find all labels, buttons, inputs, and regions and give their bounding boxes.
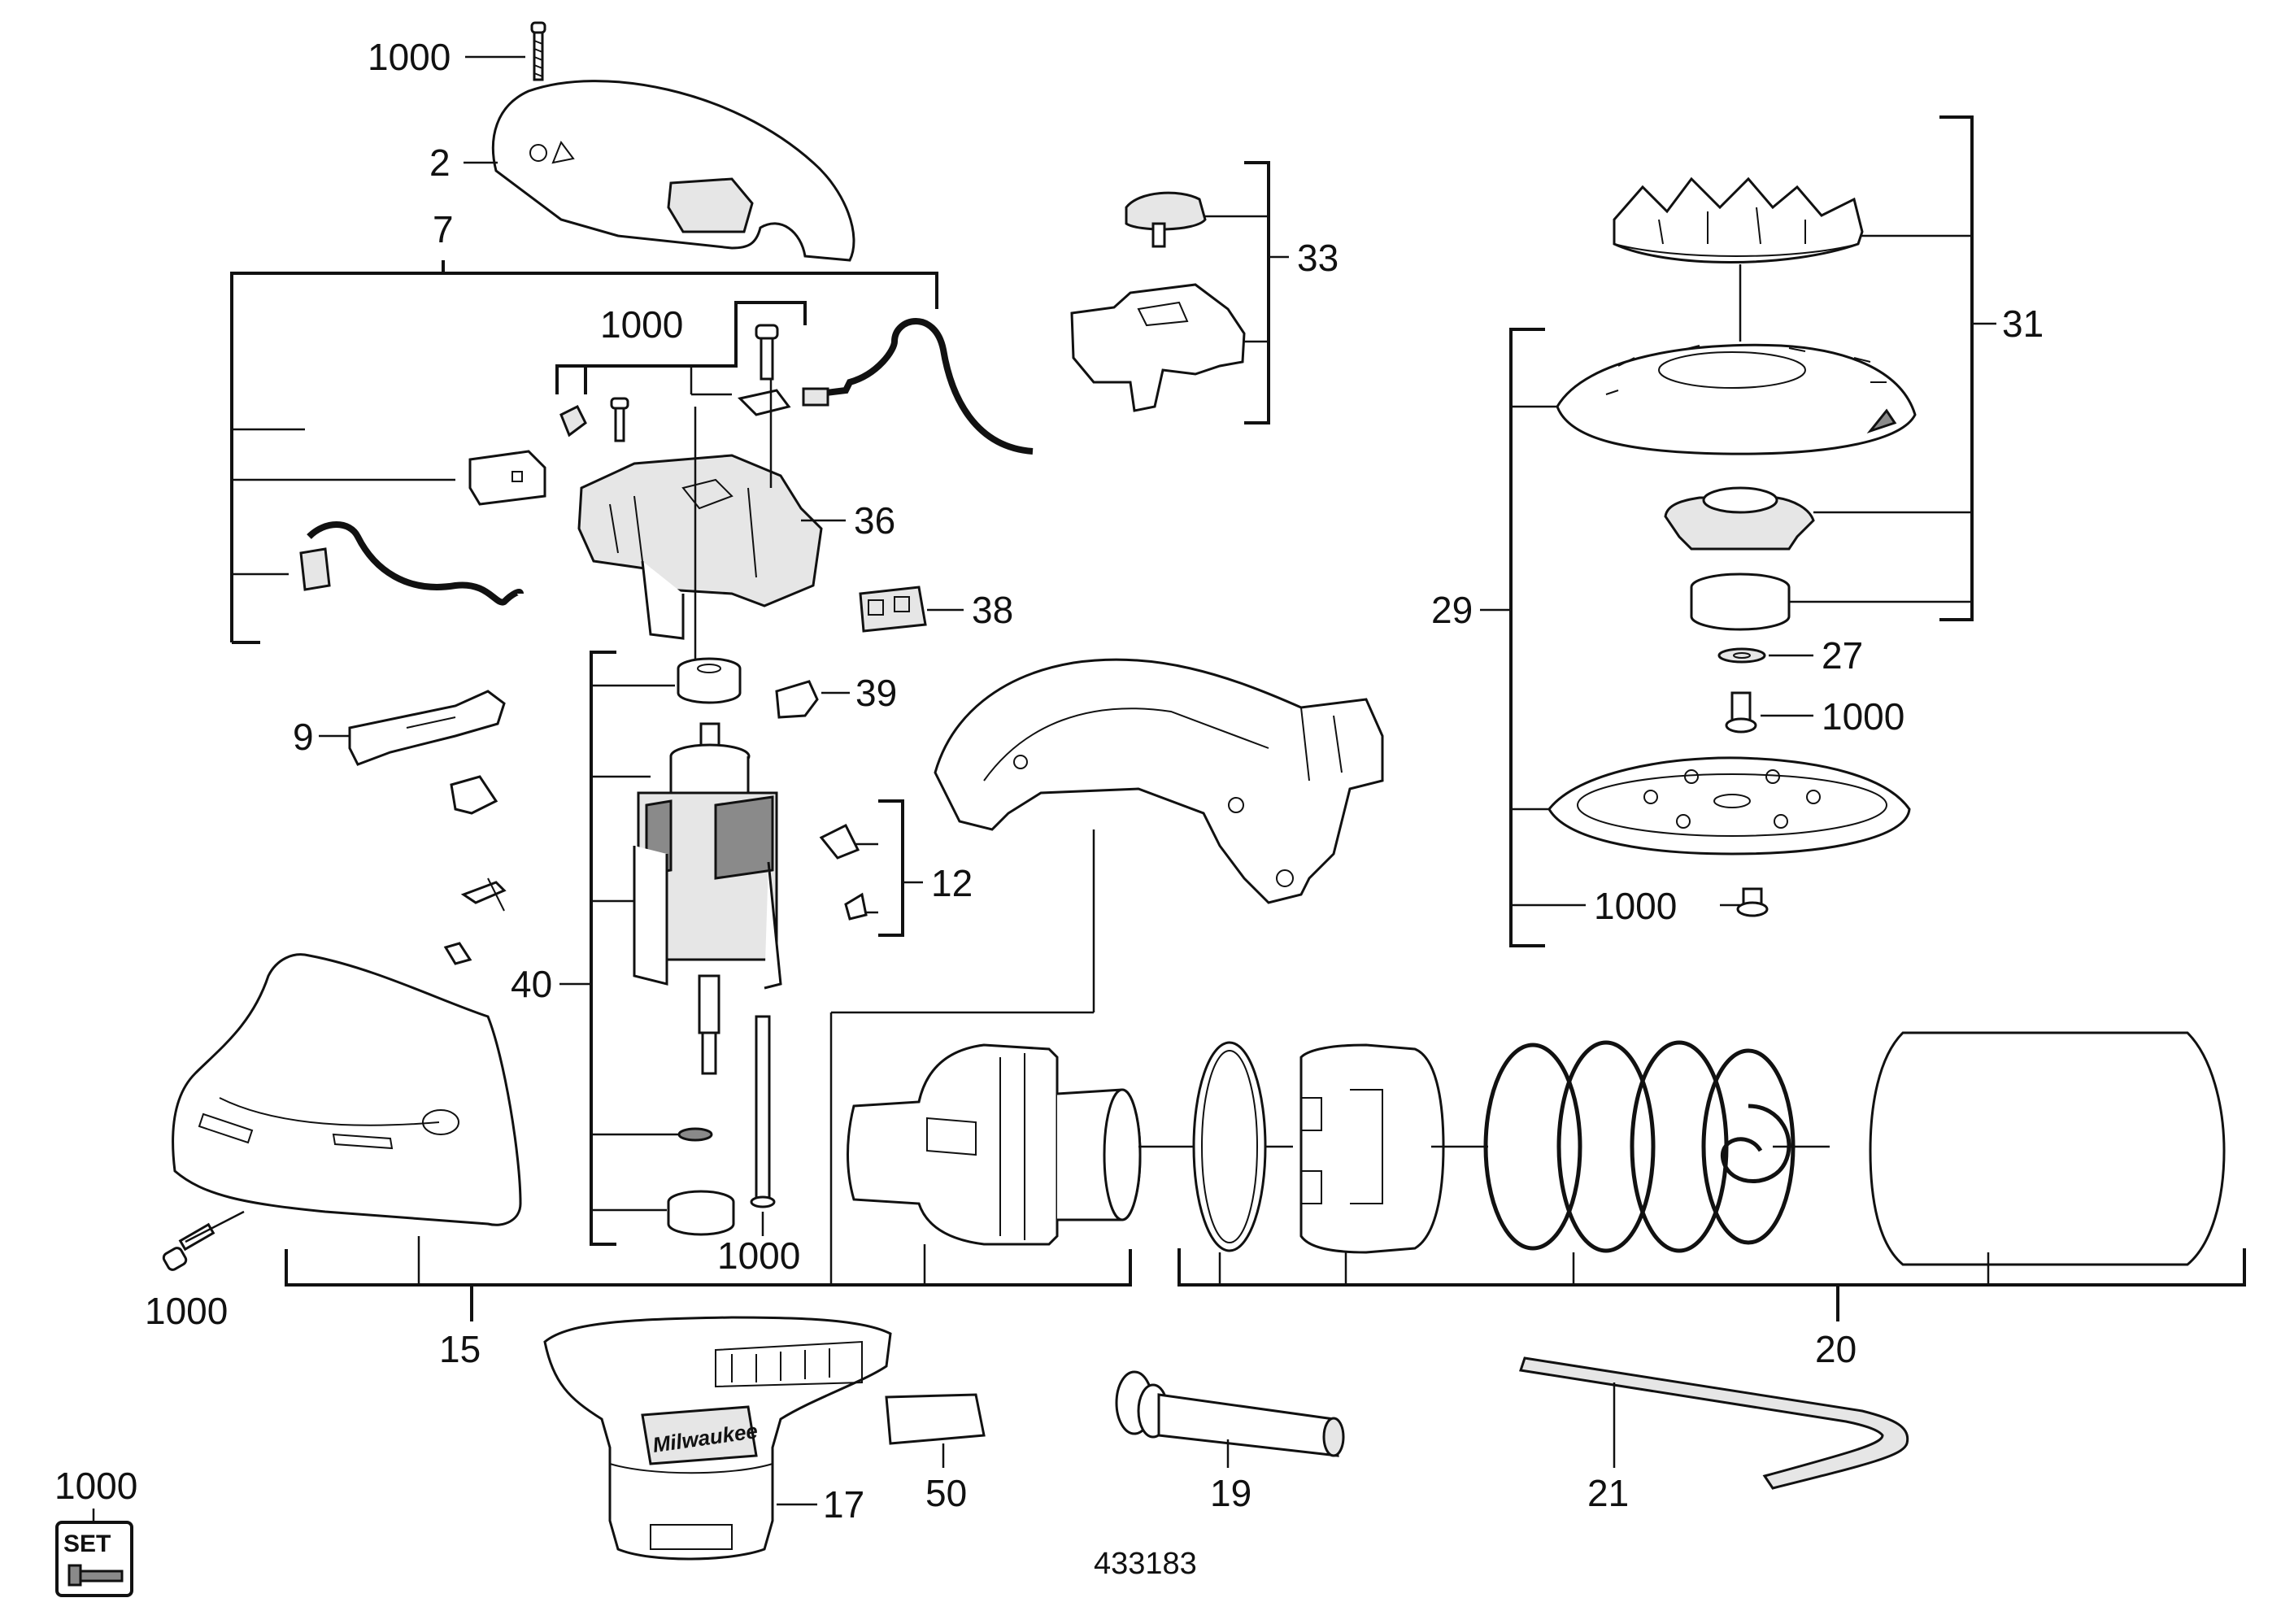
label-27: 27 — [1822, 634, 1863, 677]
label-1000-padscrew: 1000 — [1594, 885, 1677, 927]
clip-small — [559, 404, 587, 438]
brush-spring-a — [819, 823, 860, 860]
counterweight-plate-29 — [1556, 343, 1917, 455]
spring-clip-a — [450, 775, 498, 815]
label-9: 9 — [293, 716, 314, 758]
svg-text:SET: SET — [63, 1530, 111, 1557]
label-31: 31 — [2002, 303, 2044, 345]
label-33: 33 — [1297, 237, 1339, 279]
spring-clip-c — [443, 942, 472, 965]
label-20: 20 — [1815, 1328, 1857, 1370]
label-1000-set: 1000 — [54, 1465, 137, 1507]
o-ring — [1192, 1041, 1267, 1252]
armature-motor — [633, 722, 782, 1075]
bracket-plate — [738, 389, 791, 416]
label-1000-top: 1000 — [368, 36, 451, 78]
dust-collar — [1299, 1043, 1445, 1254]
speed-control-33 — [1070, 283, 1246, 412]
screw-small-a — [610, 397, 629, 442]
drawing-number: 433183 — [1094, 1547, 1197, 1581]
hex-key-part-21 — [1519, 1356, 1909, 1490]
label-50: 50 — [925, 1472, 967, 1514]
motor-housing-part-17 — [543, 1316, 892, 1561]
top-screw-1000 — [530, 21, 546, 81]
bracket-15 — [285, 829, 1132, 1321]
label-15: 15 — [439, 1328, 481, 1370]
switch-wire-left — [299, 521, 524, 606]
label-39: 39 — [855, 672, 897, 714]
spring-clip-b — [460, 877, 507, 912]
spring-coil — [1483, 1040, 1796, 1253]
fan-31 — [1613, 176, 1864, 263]
dust-port-part-19 — [1115, 1370, 1345, 1457]
bearing-top — [677, 657, 742, 704]
bearing-bottom — [667, 1190, 735, 1236]
label-17: 17 — [823, 1483, 864, 1526]
sanding-pad — [1547, 756, 1911, 856]
label-1000-armature: 1000 — [717, 1234, 800, 1277]
label-7: 7 — [433, 208, 454, 250]
switch-wire-right — [802, 318, 1034, 455]
set-badge-icon: SET — [55, 1521, 133, 1597]
bracket-40 — [559, 651, 695, 1246]
label-21: 21 — [1587, 1472, 1629, 1514]
capacitor-block — [468, 450, 546, 506]
motor-shroud — [934, 658, 1384, 904]
bracket-33 — [1204, 161, 1289, 425]
label-29: 29 — [1431, 589, 1473, 631]
washer-small — [677, 1127, 713, 1142]
top-cover-part — [491, 80, 855, 262]
long-screw-1000 — [750, 1015, 776, 1208]
label-19: 19 — [1210, 1472, 1251, 1514]
bracket-1000-sub — [555, 301, 807, 396]
label-38: 38 — [972, 589, 1013, 631]
switch-housing-part-36 — [577, 454, 823, 640]
screw-small-b — [755, 324, 779, 381]
bracket-20 — [1177, 1248, 2246, 1321]
pad-screw-1000 — [1725, 691, 1757, 734]
pad-part-50 — [885, 1393, 986, 1445]
label-1000-housing: 1000 — [145, 1290, 228, 1332]
knob-part-33 — [1125, 191, 1207, 248]
front-housing — [172, 953, 522, 1226]
washer-27 — [1717, 647, 1766, 664]
pad-bottom-screw — [1736, 887, 1769, 917]
switch-lever-part-9 — [348, 690, 506, 766]
brush-holder-part-39 — [775, 680, 819, 719]
label-36: 36 — [854, 499, 895, 542]
label-2: 2 — [429, 142, 451, 184]
bearing-31 — [1690, 573, 1791, 631]
bracket-31 — [1939, 115, 1996, 621]
label-40: 40 — [511, 963, 552, 1005]
bearing-housing — [1664, 486, 1815, 551]
label-12: 12 — [931, 862, 973, 904]
label-1000-bracket7: 1000 — [600, 303, 683, 346]
bracket-29 — [1480, 328, 1545, 947]
brush-spring-b — [844, 892, 868, 921]
terminal-block-part-38 — [859, 586, 927, 633]
bracket-7 — [230, 260, 938, 644]
gear-head — [847, 1043, 1142, 1246]
label-1000-pad: 1000 — [1822, 695, 1904, 738]
dust-bag — [1869, 1031, 2226, 1266]
